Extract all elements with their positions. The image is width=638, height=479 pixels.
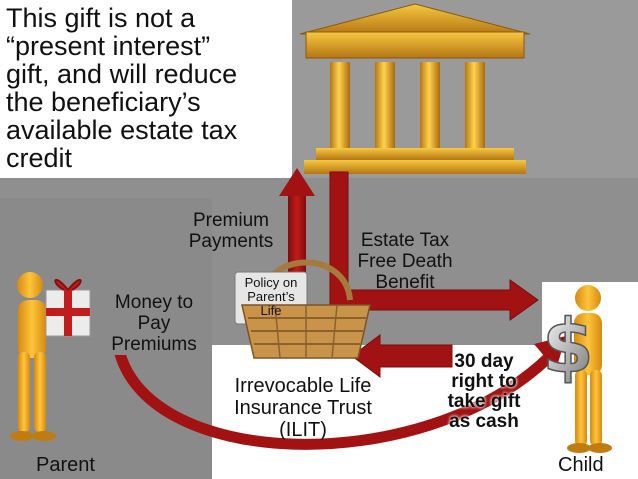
policy-label: Policy on Parent’s Life xyxy=(237,276,305,318)
trust-label: Irrevocable Life Insurance Trust (ILIT) xyxy=(212,375,394,441)
svg-text:$: $ xyxy=(542,304,594,390)
label-line: Free Death xyxy=(357,251,453,272)
note-line: available estate tax xyxy=(6,115,238,145)
label-line: Irrevocable Life xyxy=(234,375,372,397)
label-line: Premiums xyxy=(111,334,197,355)
death-benefit-label: Estate Tax Free Death Benefit xyxy=(345,230,465,293)
label-line: 30 day xyxy=(454,351,514,372)
parent-label: Parent xyxy=(36,454,95,476)
note-line: the beneficiary’s xyxy=(6,87,201,117)
premium-payments-label: Premium Payments xyxy=(176,210,286,252)
note-line: This gift is not a xyxy=(6,3,196,33)
label-line: Insurance Trust xyxy=(234,397,372,419)
note-box: This gift is not a “present interest” gi… xyxy=(0,0,292,178)
trust-funding-arrow xyxy=(351,334,453,378)
label-line: take gift xyxy=(447,391,521,412)
note-line: “present interest” xyxy=(6,31,211,61)
note-line: gift, and will reduce xyxy=(6,59,238,89)
label-line: Benefit xyxy=(375,272,435,293)
child-figure xyxy=(567,285,612,453)
note-text: This gift is not a “present interest” gi… xyxy=(6,4,292,172)
note-line: credit xyxy=(6,143,73,173)
basket-icon xyxy=(234,259,371,359)
label-line: (ILIT) xyxy=(279,419,327,441)
label-line: Payments xyxy=(188,231,274,252)
crummey-right-label: 30 day right to take gift as cash xyxy=(436,352,532,432)
label-line: Money to xyxy=(114,292,194,313)
label-line: right to xyxy=(451,371,517,392)
child-label: Child xyxy=(558,454,604,476)
gift-curve-arrow xyxy=(112,336,566,450)
label-line: Parent’s xyxy=(247,289,295,304)
dollar-sign-icon: $ xyxy=(542,303,595,391)
parent-figure xyxy=(10,272,56,441)
label-line: Premium xyxy=(192,210,269,231)
label-line: Life xyxy=(260,303,282,318)
money-to-pay-label: Money to Pay Premiums xyxy=(100,292,208,355)
label-line: as cash xyxy=(449,411,519,432)
label-line: Policy on xyxy=(244,275,298,290)
label-line: Pay xyxy=(137,313,171,334)
gift-box-icon xyxy=(45,278,91,337)
bank-building-icon xyxy=(299,3,531,174)
label-line: Estate Tax xyxy=(360,230,450,251)
